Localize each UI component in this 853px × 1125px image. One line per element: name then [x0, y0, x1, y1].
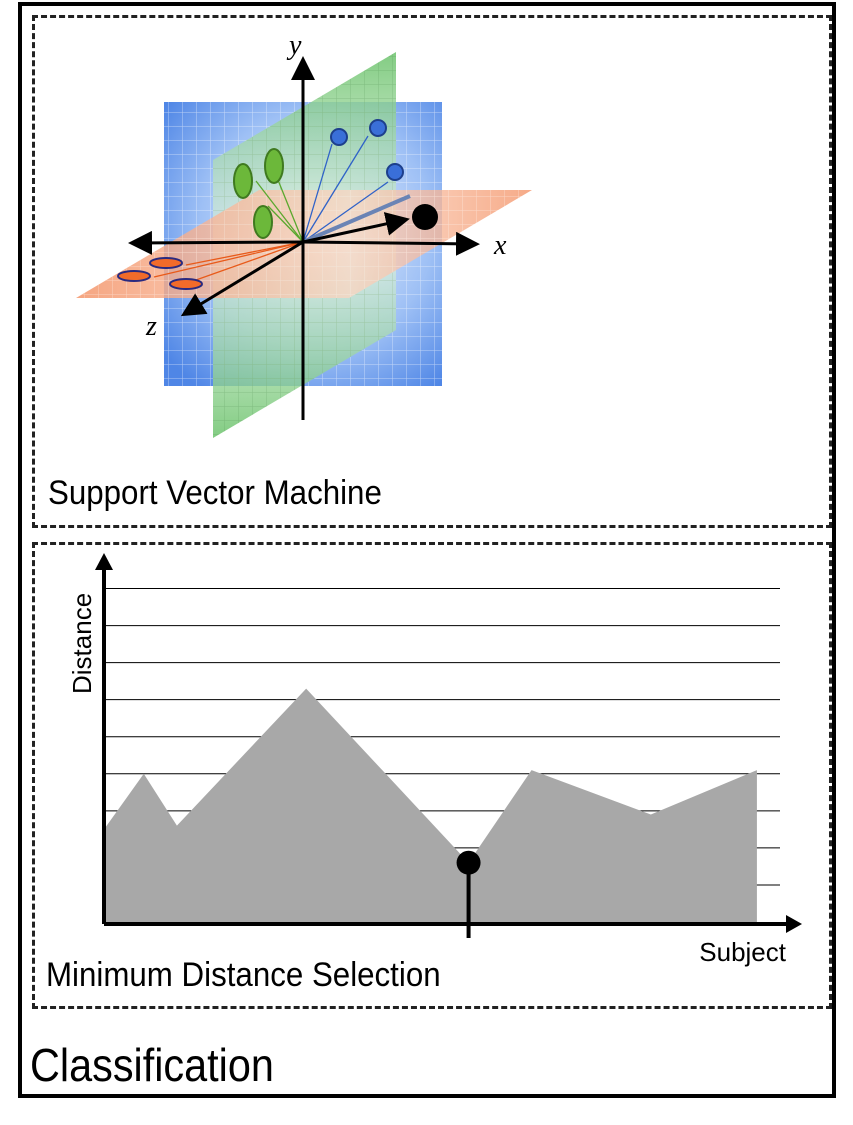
y-axis-label: Distance — [67, 593, 97, 694]
x-axis-arrowhead — [786, 915, 802, 933]
query-point — [412, 204, 438, 230]
x-axis-label: Subject — [699, 937, 786, 967]
axis-z-label: z — [145, 311, 157, 342]
page-title: Classification — [30, 1039, 274, 1091]
svm-panel — [32, 15, 832, 528]
orange-points — [117, 257, 203, 290]
classification-frame — [18, 2, 836, 1098]
blue-points — [330, 119, 404, 181]
distance-area — [104, 688, 757, 922]
blue-vectors — [302, 135, 411, 244]
minimum-marker-point — [456, 850, 481, 875]
axis-x-label: x — [493, 230, 507, 261]
mds-panel — [32, 542, 832, 1009]
axes — [128, 56, 480, 420]
y-axis-arrowhead — [95, 553, 113, 570]
axis-y-label: y — [286, 30, 302, 61]
mds-caption: Minimum Distance Selection — [46, 956, 441, 994]
green-vectors — [255, 179, 304, 243]
green-points — [233, 148, 284, 239]
svm-caption: Support Vector Machine — [48, 474, 382, 512]
orange-vectors — [153, 241, 304, 281]
